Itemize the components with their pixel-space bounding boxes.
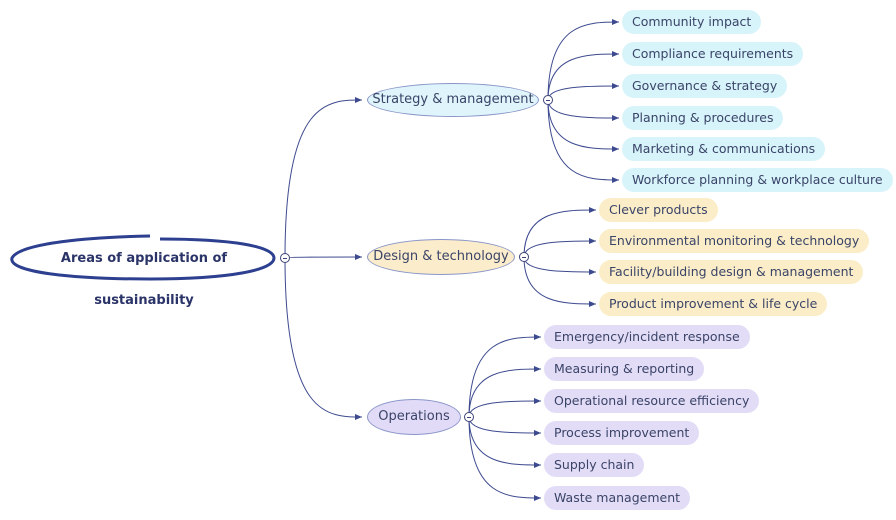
root-outline	[10, 234, 276, 281]
leaf-process-improvement[interactable]: Process improvement	[544, 421, 700, 445]
leaf-measuring-reporting[interactable]: Measuring & reporting	[544, 357, 705, 381]
root-label: Areas of application of sustainability	[60, 251, 228, 308]
leaf-label: Environmental monitoring & technology	[609, 233, 860, 248]
connector-operations-leaf-3	[468, 416, 542, 436]
leaf-label: Operational resource efficiency	[554, 393, 750, 408]
leaf-label: Supply chain	[554, 457, 635, 472]
connector-operations-leaf-4	[468, 416, 542, 468]
connector-design-leaf-0	[523, 207, 597, 258]
leaf-facility-building-design[interactable]: Facility/building design & management	[599, 260, 864, 284]
leaf-compliance-requirements[interactable]: Compliance requirements	[622, 42, 804, 66]
root-collapse-toggle[interactable]	[280, 253, 290, 263]
connector-root-design	[284, 254, 363, 261]
operations-collapse-toggle[interactable]	[464, 412, 474, 422]
leaf-label: Product improvement & life cycle	[609, 296, 818, 311]
connector-operations-leaf-0	[468, 334, 542, 418]
branch-label: Operations	[378, 409, 450, 424]
leaf-label: Governance & strategy	[632, 78, 778, 93]
leaf-community-impact[interactable]: Community impact	[622, 10, 762, 34]
branch-label: Strategy & management	[372, 92, 534, 107]
leaf-label: Planning & procedures	[632, 110, 774, 125]
connector-operations-leaf-5	[468, 416, 542, 501]
leaf-emergency-response[interactable]: Emergency/incident response	[544, 325, 750, 349]
branch-node-operations[interactable]: Operations	[367, 399, 461, 435]
leaf-label: Workforce planning & workplace culture	[632, 172, 883, 187]
connector-design-leaf-3	[523, 256, 597, 307]
leaf-marketing-communications[interactable]: Marketing & communications	[622, 137, 826, 161]
strategy-collapse-toggle[interactable]	[543, 95, 553, 105]
branch-node-strategy[interactable]: Strategy & management	[367, 83, 539, 117]
design-collapse-toggle[interactable]	[519, 252, 529, 262]
connector-strategy-leaf-4	[547, 99, 620, 152]
leaf-label: Facility/building design & management	[609, 264, 854, 279]
leaf-label: Marketing & communications	[632, 141, 816, 156]
leaf-label: Compliance requirements	[632, 46, 794, 61]
connector-design-leaf-1	[523, 238, 597, 258]
connector-operations-leaf-1	[468, 366, 542, 418]
leaf-label: Community impact	[632, 14, 752, 29]
leaf-environmental-monitoring[interactable]: Environmental monitoring & technology	[599, 229, 870, 253]
leaf-label: Emergency/incident response	[554, 329, 740, 344]
leaf-operational-resource-efficiency[interactable]: Operational resource efficiency	[544, 389, 760, 413]
leaf-workforce-planning[interactable]: Workforce planning & workplace culture	[622, 168, 893, 192]
branch-label: Design & technology	[373, 249, 509, 264]
connector-strategy-leaf-5	[547, 99, 620, 183]
connector-strategy-leaf-2	[547, 83, 620, 101]
branch-node-design[interactable]: Design & technology	[367, 239, 515, 275]
leaf-waste-management[interactable]: Waste management	[544, 486, 691, 510]
leaf-label: Process improvement	[554, 425, 690, 440]
root-node[interactable]: Areas of application of sustainability	[12, 238, 276, 308]
connector-strategy-leaf-0	[547, 19, 620, 101]
leaf-label: Clever products	[609, 202, 708, 217]
leaf-label: Measuring & reporting	[554, 361, 695, 376]
connector-design-leaf-2	[523, 256, 597, 275]
leaf-governance-strategy[interactable]: Governance & strategy	[622, 74, 788, 98]
leaf-product-improvement[interactable]: Product improvement & life cycle	[599, 292, 828, 316]
connector-root-strategy	[284, 97, 363, 259]
leaf-planning-procedures[interactable]: Planning & procedures	[622, 106, 784, 130]
leaf-supply-chain[interactable]: Supply chain	[544, 453, 645, 477]
leaf-clever-products[interactable]: Clever products	[599, 198, 718, 222]
connector-root-operations	[284, 257, 363, 420]
connector-operations-leaf-2	[468, 398, 542, 418]
connector-strategy-leaf-3	[547, 99, 620, 121]
leaf-label: Waste management	[554, 490, 681, 505]
connector-strategy-leaf-1	[547, 51, 620, 101]
